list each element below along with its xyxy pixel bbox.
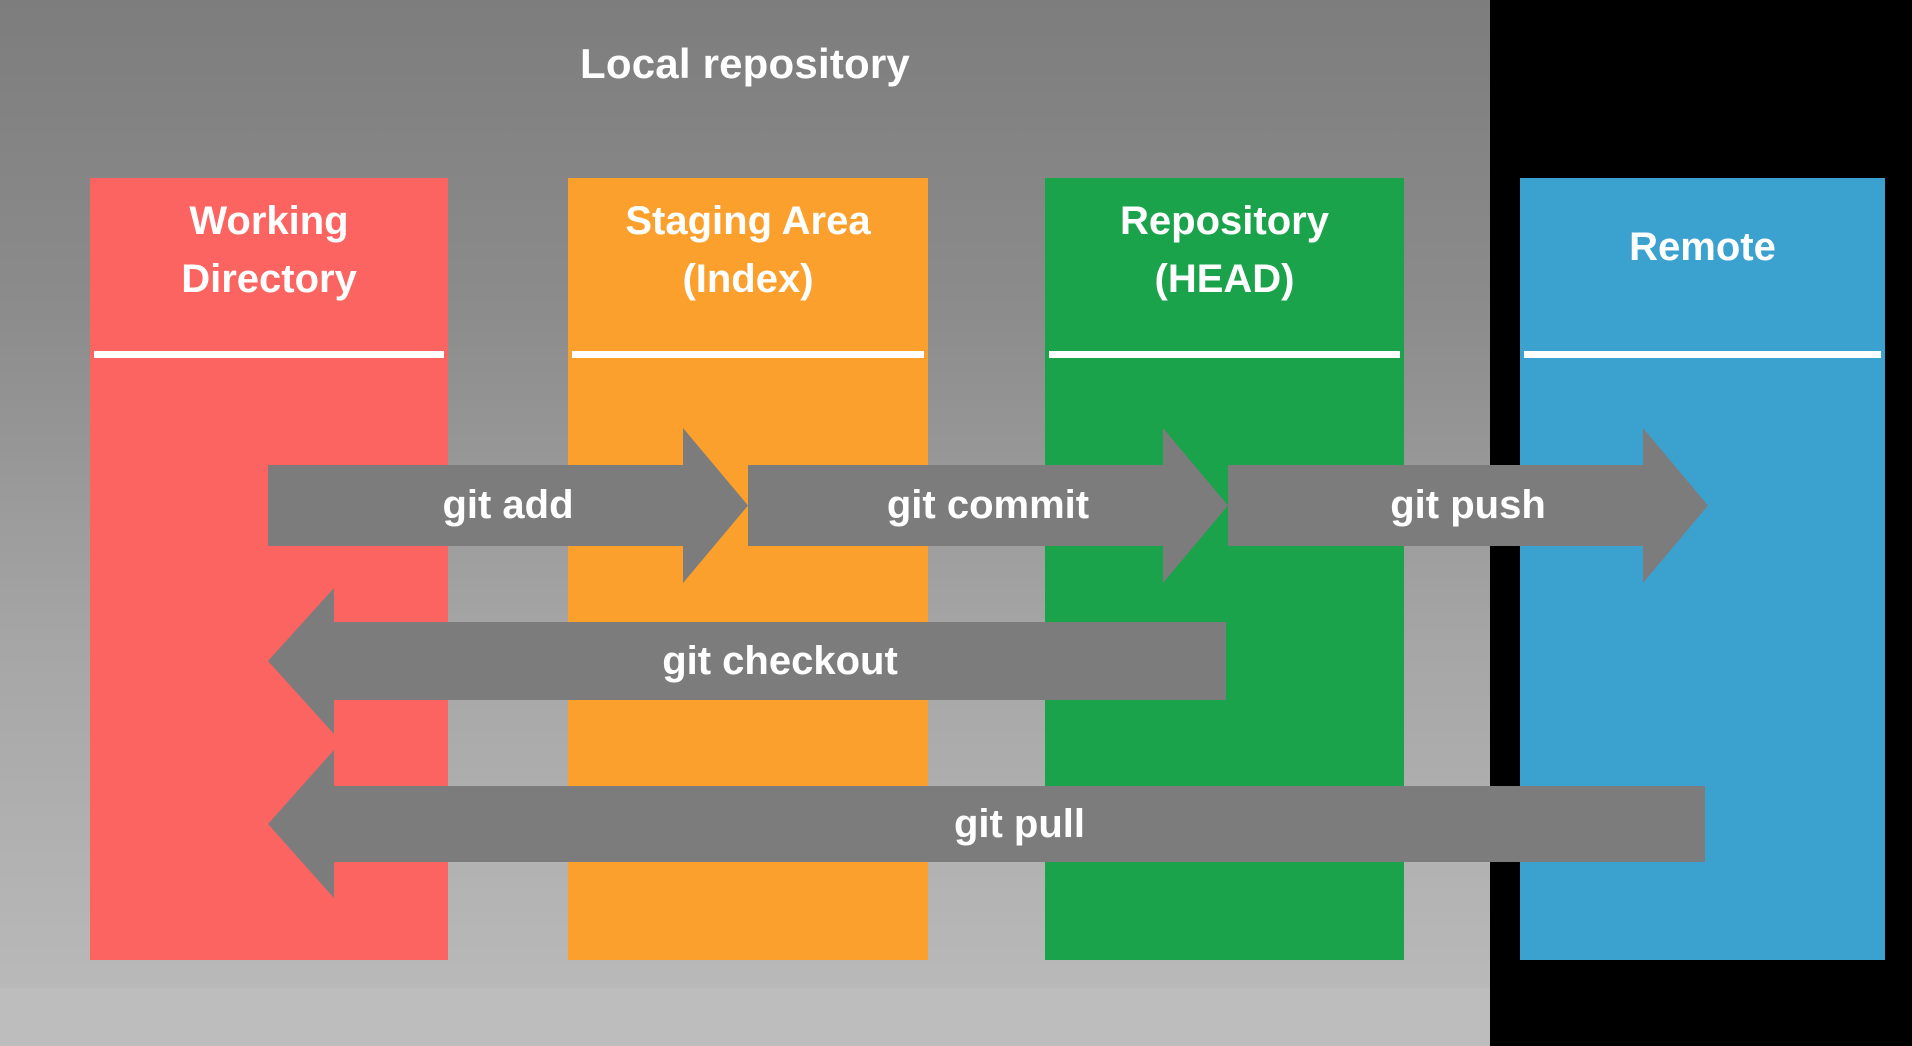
arrow-git-checkout: git checkout xyxy=(268,588,1226,734)
diagram-title: Local repository xyxy=(580,40,910,87)
arrow-git-commit: git commit xyxy=(748,428,1228,583)
background-bottom-strip xyxy=(0,988,1490,1046)
column-label-repository-head: Repository (HEAD) xyxy=(1120,199,1329,301)
arrow-git-push: git push xyxy=(1228,428,1708,583)
column-divider-working-directory xyxy=(94,351,444,358)
column-divider-staging-area xyxy=(572,351,924,358)
column-label-remote: Remote xyxy=(1629,225,1776,269)
arrow-git-add: git add xyxy=(268,428,748,583)
column-label-working-directory: Working Directory xyxy=(181,199,357,301)
column-label-staging-area: Staging Area (Index) xyxy=(625,199,871,301)
arrow-git-pull: git pull xyxy=(268,750,1705,898)
column-divider-repository-head xyxy=(1049,351,1400,358)
column-divider-remote xyxy=(1524,351,1881,358)
